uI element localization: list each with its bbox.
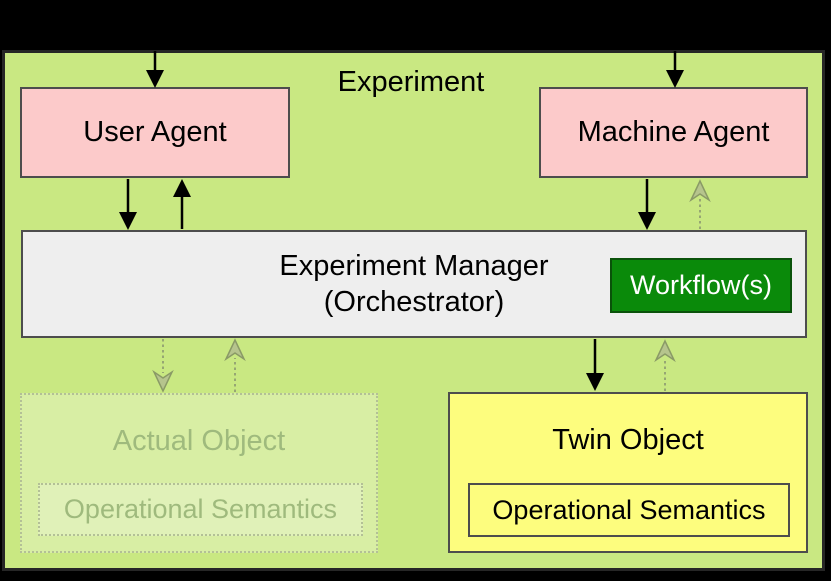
node-user-agent: User Agent [20, 87, 290, 178]
node-actual-object: Actual Object Operational Semantics [20, 393, 378, 553]
experiment-title: Experiment [337, 66, 485, 98]
experiment-manager-label-line1: Experiment Manager [279, 250, 549, 282]
node-twin-object: Twin Object Operational Semantics [448, 392, 808, 553]
node-experiment-manager: Experiment Manager (Orchestrator) [21, 230, 807, 338]
machine-agent-label: Machine Agent [577, 116, 770, 148]
actual-object-label: Actual Object [112, 425, 286, 457]
user-agent-label: User Agent [83, 116, 227, 148]
twin-operational-semantics-label: Operational Semantics [492, 494, 766, 525]
experiment-manager-label-line2: (Orchestrator) [323, 286, 505, 318]
twin-object-label: Twin Object [552, 424, 704, 456]
actual-operational-semantics-label: Operational Semantics [63, 494, 338, 524]
node-actual-operational-semantics: Operational Semantics [38, 483, 363, 536]
workflow-label: Workflow(s) [629, 270, 772, 300]
node-machine-agent: Machine Agent [539, 87, 808, 178]
node-workflow: Workflow(s) [610, 258, 792, 313]
node-twin-operational-semantics: Operational Semantics [468, 483, 790, 537]
